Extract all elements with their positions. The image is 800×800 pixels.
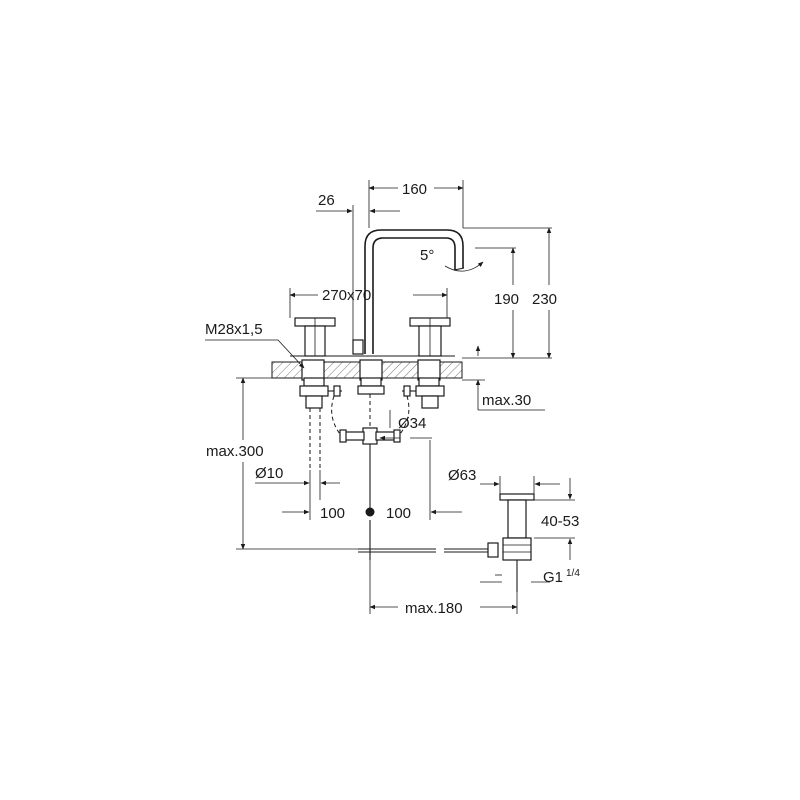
right-handle	[409, 317, 451, 357]
left-valve-body	[299, 377, 342, 409]
dim-100-right: 100	[386, 505, 411, 522]
dim-dia34: Ø34	[398, 415, 426, 432]
left-handle	[294, 317, 336, 357]
center-point	[365, 507, 375, 517]
dim-max30: max.30	[482, 392, 531, 409]
dim-100-left: 100	[320, 505, 345, 522]
spout	[352, 229, 465, 355]
dim-g1: G1	[543, 569, 563, 586]
dim-thread: M28x1,5	[205, 321, 263, 338]
dim-160: 160	[402, 181, 427, 198]
dim-angle: 5°	[420, 247, 434, 264]
dim-270x70: 270x70	[322, 287, 371, 304]
tee-connector	[339, 427, 401, 510]
drain-rod	[358, 520, 499, 560]
center-valve-body	[357, 377, 385, 395]
right-valve-body	[402, 377, 445, 409]
dim-40-53: 40-53	[541, 513, 579, 530]
dimension-lines	[205, 180, 575, 614]
dim-dia63: Ø63	[448, 467, 476, 484]
dim-max300: max.300	[206, 443, 264, 460]
dim-230: 230	[532, 291, 557, 308]
pop-up-waste	[499, 493, 535, 592]
dim-26: 26	[318, 192, 335, 209]
dim-max180: max.180	[405, 600, 463, 617]
dim-dia10: Ø10	[255, 465, 283, 482]
dim-g1-fraction: 1/4	[566, 568, 580, 579]
dim-190: 190	[494, 291, 519, 308]
countertop	[271, 355, 463, 381]
